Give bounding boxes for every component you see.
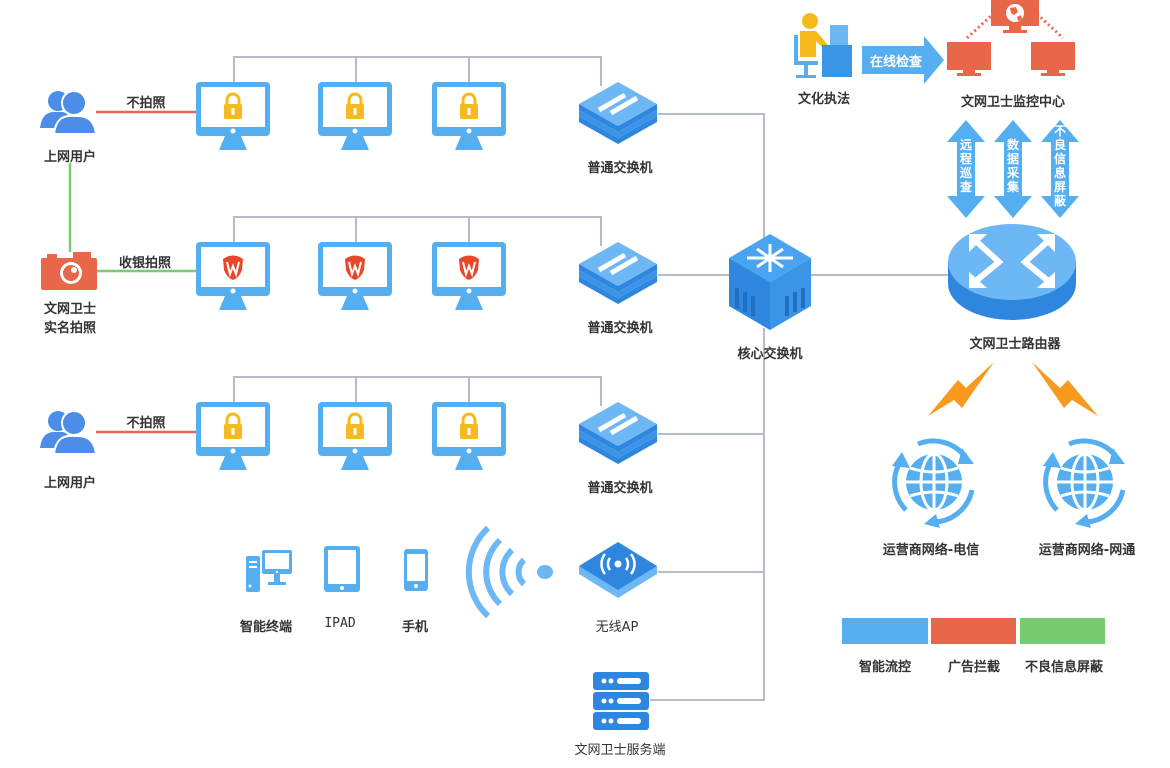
monitor-center-label: 文网卫士监控中心 — [960, 95, 1065, 110]
row1-bus-line — [233, 56, 602, 86]
terminal-label-ipad: IPAD — [324, 616, 356, 631]
pc-shield-3[interactable] — [431, 242, 507, 316]
isp-globe-icon[interactable] — [1039, 436, 1131, 532]
wifi-signal-icon — [458, 524, 558, 624]
router-icon[interactable] — [947, 222, 1077, 326]
router-label: 文网卫士路由器 — [969, 337, 1061, 352]
double-arrow-remote-patrol — [947, 120, 985, 222]
legend-swatch-ad-block — [931, 618, 1016, 644]
online-check-arrow — [862, 36, 944, 88]
isp-telecom-label: 运营商网络-电信 — [882, 543, 980, 558]
isp-netcom-label: 运营商网络-网通 — [1038, 543, 1136, 558]
shield-icon — [345, 255, 365, 280]
switch1-to-core-line — [658, 113, 765, 246]
shield-icon — [223, 255, 243, 280]
core-switch-label: 核心交换机 — [737, 347, 803, 362]
monitor-center-pc-right — [1031, 42, 1075, 82]
pc-lock-4[interactable] — [195, 402, 271, 476]
desktop-terminal-icon — [246, 548, 292, 598]
server-label: 文网卫士服务端 — [574, 743, 666, 758]
camera-label-line1: 文网卫士 — [43, 302, 96, 317]
lock-icon — [460, 92, 478, 119]
law-enforcement-label: 文化执法 — [797, 92, 850, 107]
switch3-label: 普通交换机 — [587, 481, 653, 496]
lightning-bolt-icon — [1032, 362, 1098, 422]
isp-globe-icon[interactable] — [888, 436, 980, 532]
trunk-vertical-line — [650, 328, 765, 701]
legend-swatch-traffic — [842, 618, 928, 644]
online-check-label: 在线检查 — [869, 55, 922, 70]
wireless-ap-label: 无线AP — [595, 620, 639, 635]
terminal-label-smart: 智能终端 — [239, 620, 292, 635]
monitor-dotted-left — [965, 12, 995, 40]
lock-icon — [346, 412, 364, 439]
user1-label: 上网用户 — [43, 150, 96, 165]
monitor-dotted-right — [1035, 12, 1065, 40]
pc-lock-3[interactable] — [431, 82, 507, 156]
phone-icon — [404, 549, 428, 595]
switch-icon-3[interactable] — [577, 402, 659, 468]
pc-lock-2[interactable] — [317, 82, 393, 156]
row3-bus-line — [233, 376, 602, 406]
legend-label-ad-block: 广告拦截 — [947, 660, 1000, 675]
user1-link-label: 不拍照 — [126, 96, 166, 111]
terminal-label-phone: 手机 — [401, 620, 428, 635]
switch-icon-1[interactable] — [577, 82, 659, 148]
user2-label: 上网用户 — [43, 476, 96, 491]
camera-icon — [41, 252, 97, 294]
lock-icon — [346, 92, 364, 119]
monitor-center-pc-left — [947, 42, 991, 82]
camera-link-label: 收银拍照 — [118, 256, 171, 271]
pc-lock-6[interactable] — [431, 402, 507, 476]
double-arrow-data-collection — [994, 120, 1032, 222]
pc-lock-5[interactable] — [317, 402, 393, 476]
server-icon[interactable] — [593, 672, 651, 736]
wireless-ap-icon[interactable] — [577, 542, 659, 602]
officer-at-desk-icon — [794, 11, 854, 83]
remote-patrol-label: 远程巡查 — [959, 138, 972, 194]
core-switch-icon[interactable] — [727, 234, 813, 334]
lock-icon — [224, 412, 242, 439]
double-arrow-content-block — [1041, 120, 1079, 222]
switch-icon-2[interactable] — [577, 242, 659, 308]
switch2-label: 普通交换机 — [587, 321, 653, 336]
monitor-center-globe-pc — [991, 0, 1039, 38]
lightning-bolt-icon — [928, 362, 994, 422]
shield-icon — [459, 255, 479, 280]
legend-label-traffic: 智能流控 — [858, 660, 911, 675]
legend-label-content-filter: 不良信息屏蔽 — [1024, 660, 1103, 675]
user-group-icon — [40, 88, 98, 140]
data-collection-label: 数据采集 — [1006, 138, 1019, 194]
tablet-icon — [324, 546, 360, 598]
camera-label-line2: 实名拍照 — [43, 321, 96, 336]
pc-lock-1[interactable] — [195, 82, 271, 156]
content-block-label: 不良信息屏蔽 — [1053, 124, 1066, 208]
lock-icon — [460, 412, 478, 439]
pc-shield-2[interactable] — [317, 242, 393, 316]
legend-swatch-content-filter — [1020, 618, 1105, 644]
pc-shield-1[interactable] — [195, 242, 271, 316]
user-group-icon — [40, 408, 98, 460]
switch1-label: 普通交换机 — [587, 161, 653, 176]
row2-bus-line — [233, 216, 602, 246]
lock-icon — [224, 92, 242, 119]
user2-link-label: 不拍照 — [126, 416, 166, 431]
